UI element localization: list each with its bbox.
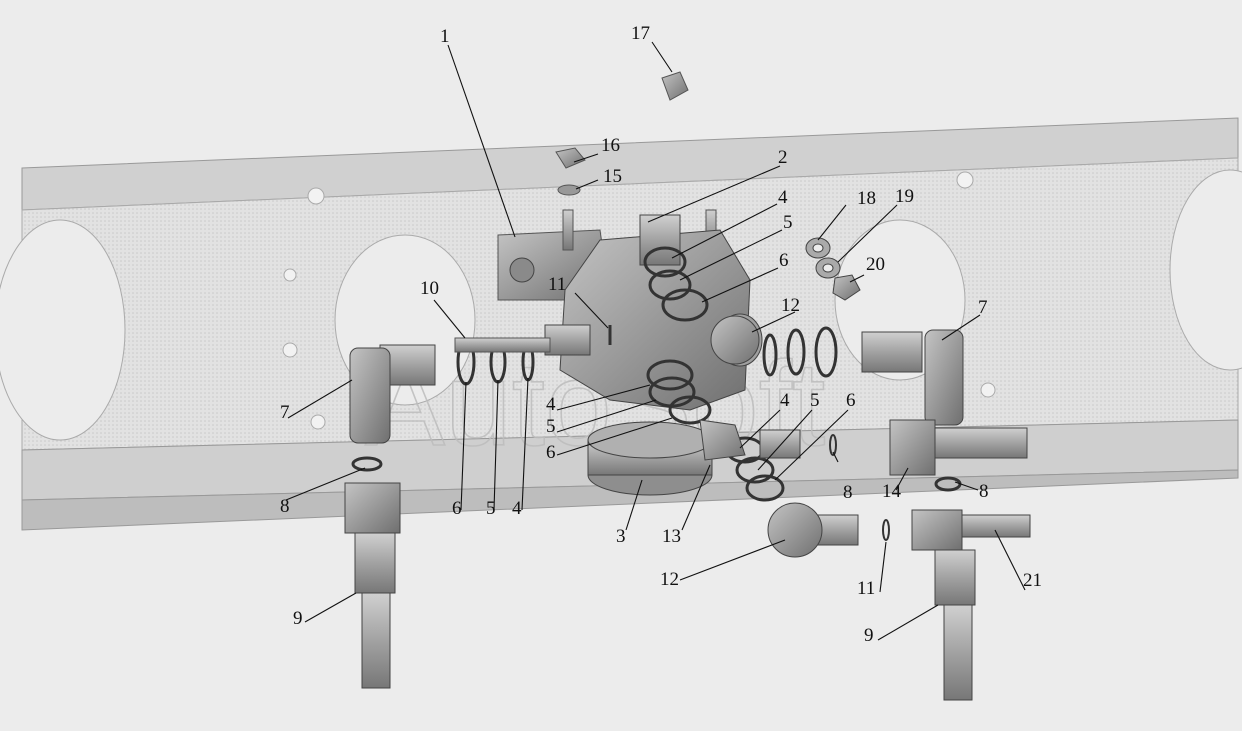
- callout-13: 13: [662, 526, 681, 547]
- part-16-nut: [555, 147, 586, 169]
- part-13-fitting: [699, 419, 801, 461]
- callout-16: 16: [601, 135, 620, 156]
- callout-12-upper: 12: [781, 295, 800, 316]
- callout-4-b: 4: [546, 394, 556, 415]
- part-12-elbow-lower: [767, 502, 859, 558]
- callout-5-c: 5: [810, 390, 820, 411]
- part-7-elbow-right: [861, 329, 964, 426]
- part-10-pipe: [454, 337, 551, 353]
- callout-4-d: 4: [512, 498, 522, 519]
- callout-5-b: 5: [546, 416, 556, 437]
- part-18-washer: [805, 237, 831, 259]
- callout-15: 15: [603, 166, 622, 187]
- callout-20: 20: [866, 254, 885, 275]
- callout-21: 21: [1023, 570, 1042, 591]
- callout-19: 19: [895, 186, 914, 207]
- callout-6-d: 6: [452, 498, 462, 519]
- callout-14: 14: [882, 481, 902, 502]
- part-15-washer: [557, 184, 581, 196]
- callout-1: 1: [440, 26, 450, 47]
- callout-8-right: 8: [979, 481, 989, 502]
- part-20-nut: [832, 274, 861, 301]
- part-8-ring-middle: [829, 434, 837, 456]
- callout-17: 17: [631, 23, 650, 44]
- callout-5-d: 5: [486, 498, 496, 519]
- part-12-elbow-upper: [710, 315, 760, 365]
- callout-3: 3: [616, 526, 626, 547]
- callout-8-middle: 8: [843, 482, 853, 503]
- callout-2: 2: [778, 147, 788, 168]
- part-9-hose-fitting-right: [911, 509, 1031, 701]
- callout-11-lower: 11: [857, 578, 875, 599]
- callout-18: 18: [857, 188, 876, 209]
- part-7-elbow-left: [349, 344, 436, 444]
- part-8-washer-left: [351, 456, 383, 472]
- callout-7-left: 7: [280, 402, 290, 423]
- part-3-base: [587, 421, 713, 496]
- callout-4-c: 4: [780, 390, 790, 411]
- o-ring-stack-middle: [646, 359, 712, 425]
- callout-7-right: 7: [978, 297, 988, 318]
- part-14-union: [889, 419, 1028, 476]
- callout-9-left: 9: [293, 608, 303, 629]
- callout-9-right: 9: [864, 625, 874, 646]
- callout-10: 10: [420, 278, 439, 299]
- o-ring-stack-right: [762, 326, 838, 378]
- callout-11-upper: 11: [548, 274, 566, 295]
- part-11-ring-lower: [882, 519, 890, 541]
- part-17-bolt: [661, 71, 689, 101]
- callout-labels: 1 2 3 4 4 4 4 5 5 5 5 6 6 6 6 7 7 8 8 8 …: [280, 23, 1042, 646]
- part-19-washer: [815, 257, 841, 279]
- part-9-hose-fitting-left: [344, 482, 401, 689]
- leader-lines: [285, 41, 1026, 641]
- callout-5-a: 5: [783, 212, 793, 233]
- callout-8-left: 8: [280, 496, 290, 517]
- o-ring-stack-upper: [643, 246, 709, 322]
- callout-4-a: 4: [778, 187, 788, 208]
- callout-6-b: 6: [546, 442, 556, 463]
- callout-6-c: 6: [846, 390, 856, 411]
- callout-12-lower: 12: [660, 569, 679, 590]
- callout-6-a: 6: [779, 250, 789, 271]
